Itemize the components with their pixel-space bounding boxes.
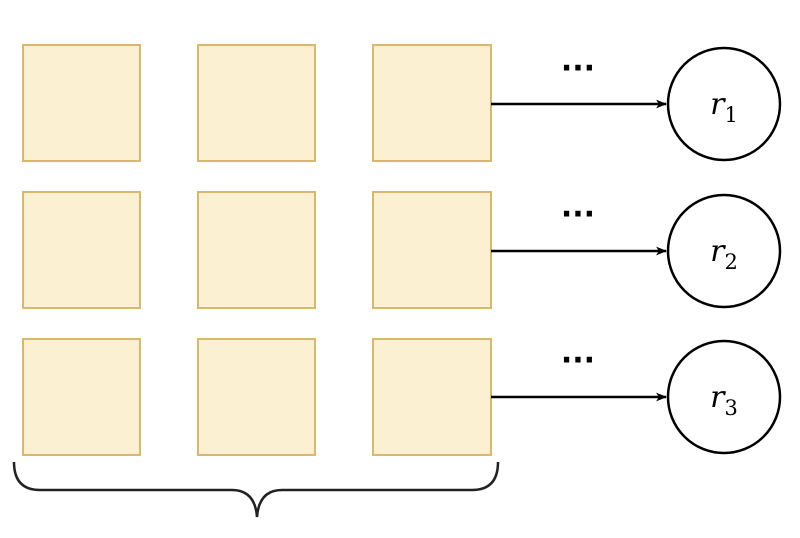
node-var-3: r [710, 380, 726, 415]
node-circle-1 [666, 46, 782, 162]
grid-cell-r2-c3 [372, 191, 492, 309]
node-var-1: r [710, 87, 726, 122]
output-node-2: r2 [666, 193, 782, 309]
arrows [491, 99, 668, 402]
node-circle-2 [666, 193, 782, 309]
node-sub-2: 2 [724, 250, 737, 274]
cell-grid [22, 44, 492, 456]
grid-cell-r3-c3 [372, 338, 492, 456]
grid-cell-r3-c2 [197, 338, 316, 456]
ellipsis-row-1: ··· [561, 51, 595, 86]
output-node-3: r3 [666, 339, 782, 455]
node-sub-3: 3 [724, 396, 737, 420]
curly-brace [12, 461, 500, 518]
ellipsis-marks: ··· ··· ··· [561, 51, 595, 378]
grid-cell-r1-c2 [197, 44, 316, 162]
ellipsis-row-3: ··· [561, 343, 595, 378]
node-var-2: r [710, 234, 726, 269]
output-node-1: r1 [666, 46, 782, 162]
node-label-1: r1 [710, 87, 738, 127]
grid-cell-r2-c1 [22, 191, 141, 309]
ellipsis-row-2: ··· [561, 197, 595, 232]
node-label-3: r3 [710, 380, 738, 420]
node-label-2: r2 [710, 234, 738, 274]
grid-cell-r1-c1 [22, 44, 141, 162]
node-circle-3 [666, 339, 782, 455]
node-sub-1: 1 [724, 103, 737, 127]
grid-cell-r1-c3 [372, 44, 492, 162]
grid-cell-r2-c2 [197, 191, 316, 309]
grid-cell-r3-c1 [22, 338, 141, 456]
